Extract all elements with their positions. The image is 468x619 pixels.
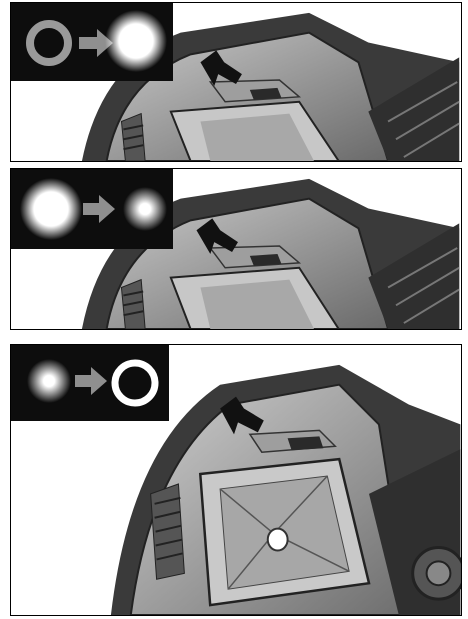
indicator-badge: [11, 3, 173, 81]
transition-arrow-icon: [83, 195, 115, 223]
indicator-badge: [11, 345, 169, 421]
led-glow-icon: [20, 178, 82, 240]
indicator-badge: [11, 169, 173, 249]
panel-3: [10, 344, 462, 616]
panel-2: [10, 168, 462, 330]
led-dim-glow-icon: [123, 187, 167, 231]
transition-arrow-icon: [75, 367, 107, 395]
led-lamp-icon: [268, 529, 288, 551]
led-off-ring-icon: [115, 363, 155, 403]
led-off-ring-icon: [30, 24, 68, 62]
led-dim-glow-icon: [27, 359, 71, 403]
led-glow-icon: [105, 10, 167, 72]
panel-1: [10, 2, 462, 162]
